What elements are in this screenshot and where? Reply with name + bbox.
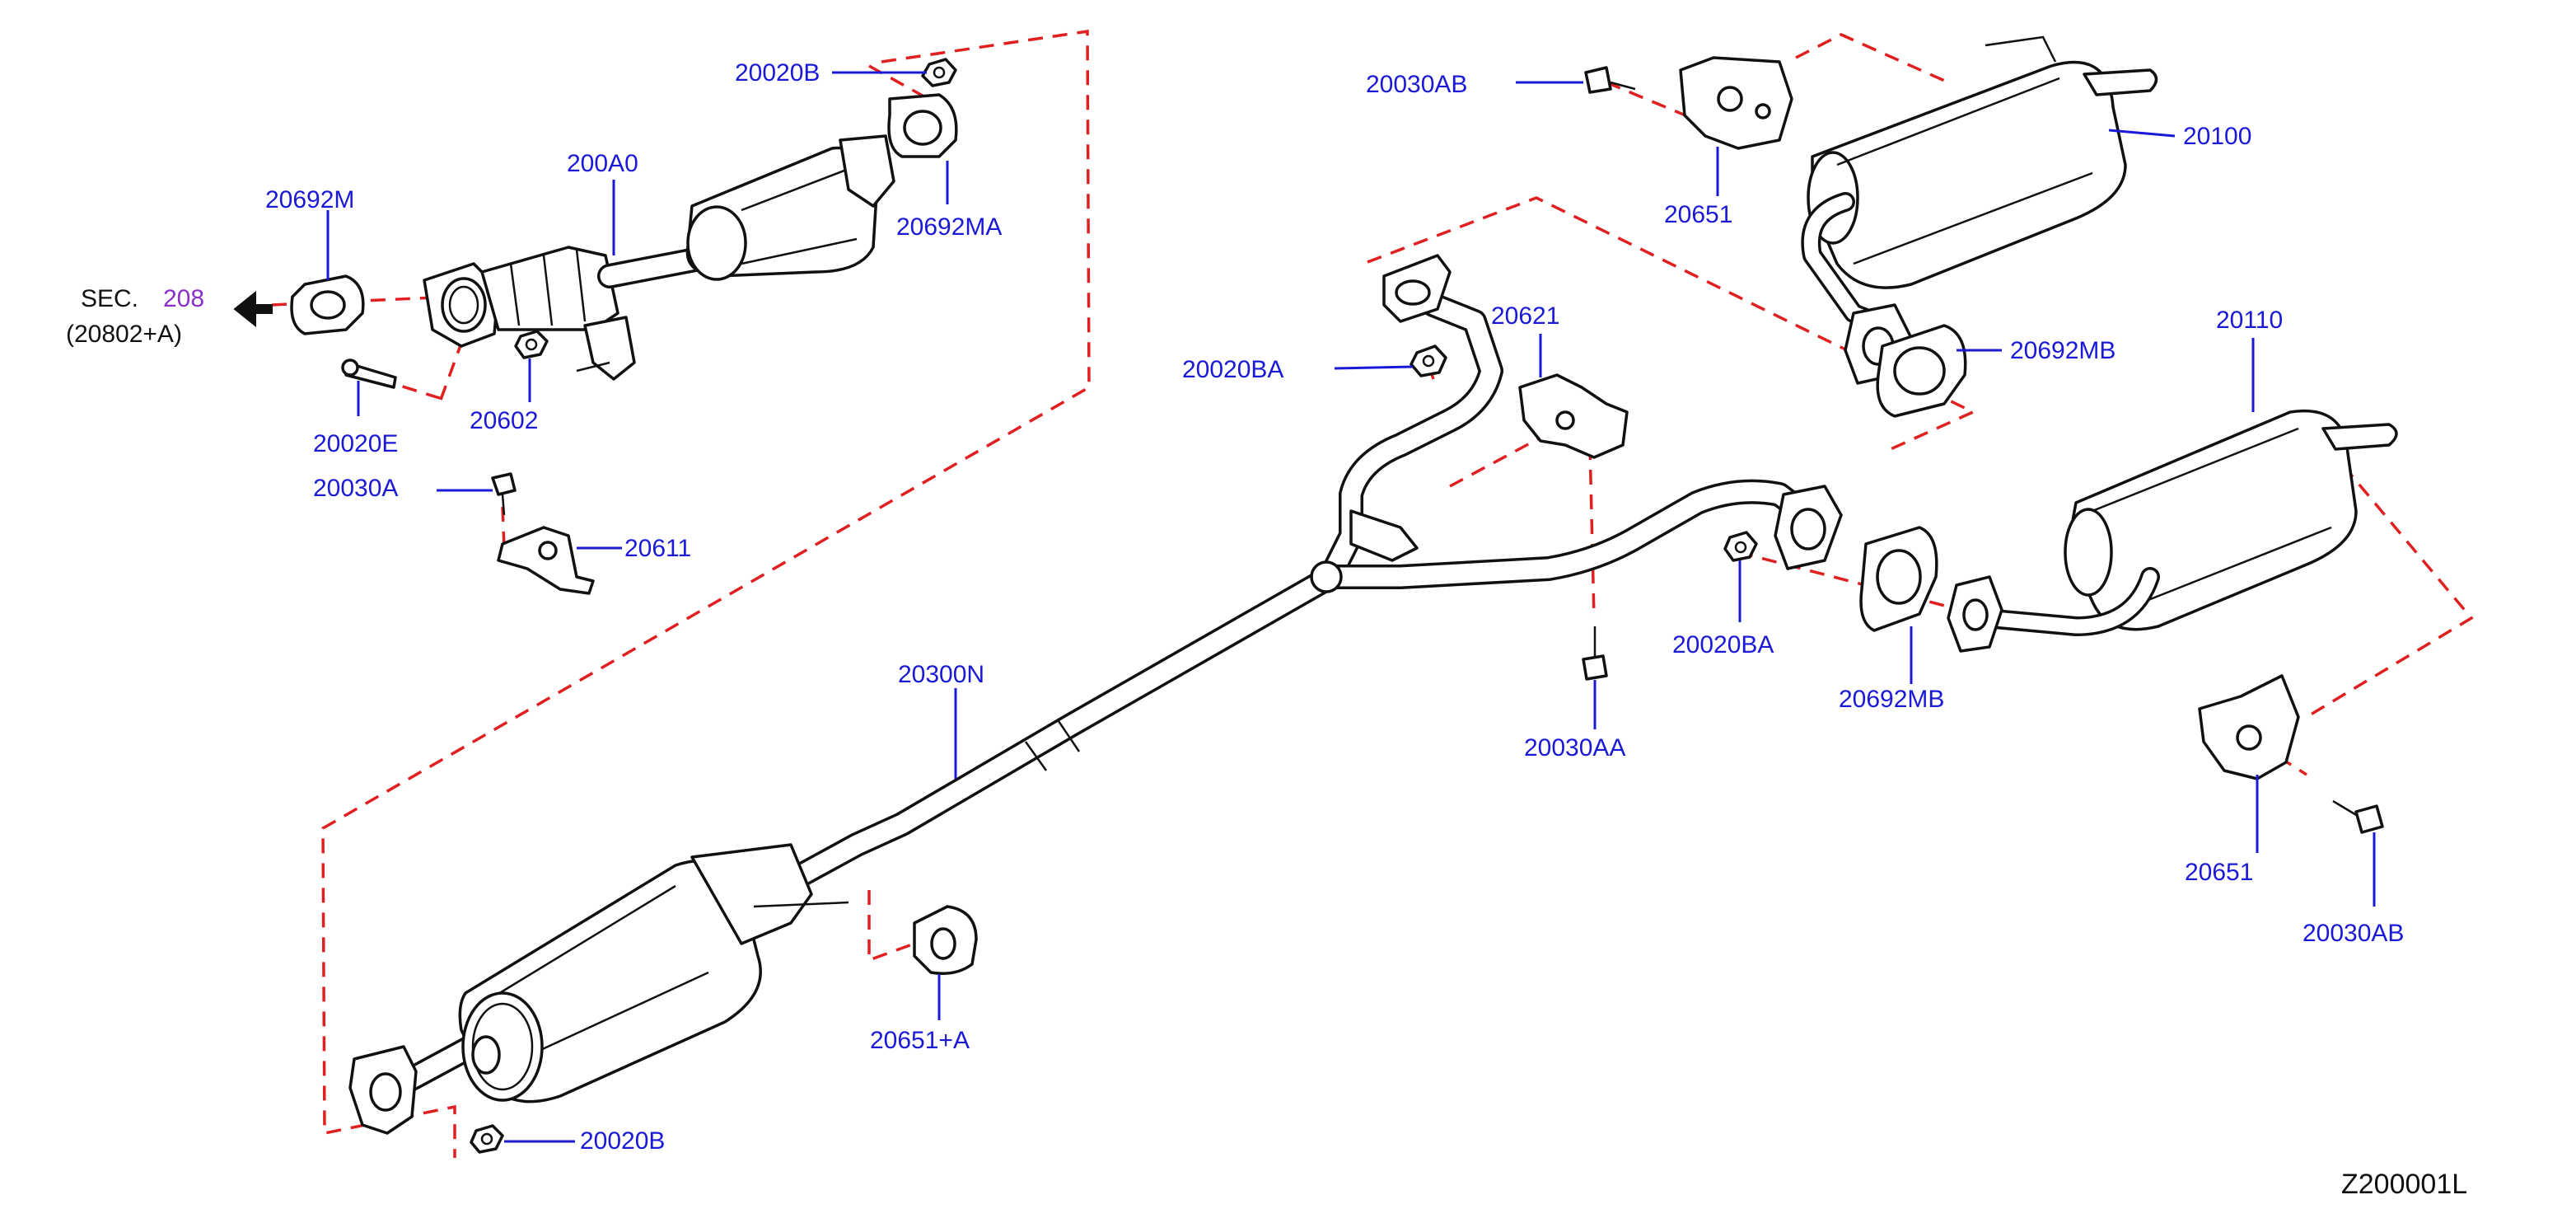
section-subref: (20802+A) <box>66 321 182 348</box>
flange-rear-right <box>1774 485 1843 570</box>
dash-connector-8 <box>1588 444 1596 619</box>
sub-muffler-end-cap <box>2064 508 2113 597</box>
label-20692MA[interactable]: 20692MA <box>896 213 1002 241</box>
gaskets <box>290 93 1967 632</box>
outline-rear-pipe <box>1367 196 1977 451</box>
outline-center-mount <box>867 890 915 963</box>
label-20621[interactable]: 20621 <box>1491 302 1559 330</box>
dash-connector-5 <box>501 506 506 549</box>
outline-main-muffler <box>1795 33 1949 84</box>
section-prefix: SEC. <box>81 285 138 312</box>
nut-20020BA-left <box>1410 344 1447 377</box>
section-reference[interactable]: SEC. 208 (20802+A) <box>66 285 273 348</box>
label-20030A[interactable]: 20030A <box>313 475 398 502</box>
leader-lines <box>326 71 2376 1143</box>
label-20602[interactable]: 20602 <box>470 407 538 434</box>
label-20020E[interactable]: 20020E <box>313 430 398 457</box>
bolt-20030A <box>491 472 517 496</box>
figure-code: Z200001L <box>2341 1169 2467 1200</box>
sub-muffler-20110 <box>1947 409 2398 653</box>
label-20692MB-bottom[interactable]: 20692MB <box>1839 686 1944 713</box>
mount-20611 <box>497 526 595 595</box>
mounts <box>497 56 2300 975</box>
label-20030AA[interactable]: 20030AA <box>1524 734 1625 761</box>
label-20651-top[interactable]: 20651 <box>1664 201 1732 228</box>
outline-front-pipe <box>321 29 1091 1158</box>
nut-20602 <box>514 330 549 359</box>
nut-20020B-bottom <box>470 1124 504 1154</box>
center-muffler <box>348 843 849 1135</box>
label-20611[interactable]: 20611 <box>624 535 691 562</box>
main-muffler-20100 <box>1801 35 2158 385</box>
section-number[interactable]: 208 <box>163 285 204 312</box>
label-20030AB-top[interactable]: 20030AB <box>1366 71 1467 98</box>
y-junction-collar <box>1310 560 1343 593</box>
front-catalyst-200A0 <box>423 134 895 381</box>
dash-connector-6 <box>1606 81 1706 125</box>
label-20651A[interactable]: 20651+A <box>870 1027 970 1054</box>
label-20020BA-left[interactable]: 20020BA <box>1182 356 1283 383</box>
center-pipe-20300N <box>754 293 1825 907</box>
pipe-joint-1 <box>1024 741 1048 771</box>
bolt-20030AB-right <box>2354 804 2384 834</box>
pipe-joint-2 <box>1057 720 1081 752</box>
label-20100[interactable]: 20100 <box>2183 123 2251 150</box>
label-20030AB-right[interactable]: 20030AB <box>2303 920 2404 947</box>
label-20692MB-top[interactable]: 20692MB <box>2010 337 2115 364</box>
label-20300N[interactable]: 20300N <box>898 661 984 688</box>
nut-20020BA-right <box>1723 531 1758 562</box>
flange-rear-upper <box>1382 254 1452 323</box>
label-20651-right[interactable]: 20651 <box>2185 859 2253 886</box>
fasteners <box>341 58 2384 1154</box>
y-junction-strap <box>1349 509 1419 562</box>
label-200A0[interactable]: 200A0 <box>567 150 638 177</box>
label-20692M[interactable]: 20692M <box>265 186 354 213</box>
nut-20020B-top <box>921 58 957 87</box>
label-20020B-top[interactable]: 20020B <box>735 59 820 87</box>
label-20020BA-right[interactable]: 20020BA <box>1672 631 1774 658</box>
label-20110[interactable]: 20110 <box>2216 307 2283 334</box>
label-20020B-bottom[interactable]: 20020B <box>580 1127 665 1155</box>
part-labels: 20020B 200A0 20692M 20692MA 20020E 20602… <box>265 59 2404 1155</box>
dash-connector-9 <box>1737 551 1961 612</box>
bolt-20030AB-top <box>1584 66 1612 94</box>
arrow-left-icon <box>233 290 273 328</box>
bolt-20030AA <box>1582 654 1608 681</box>
